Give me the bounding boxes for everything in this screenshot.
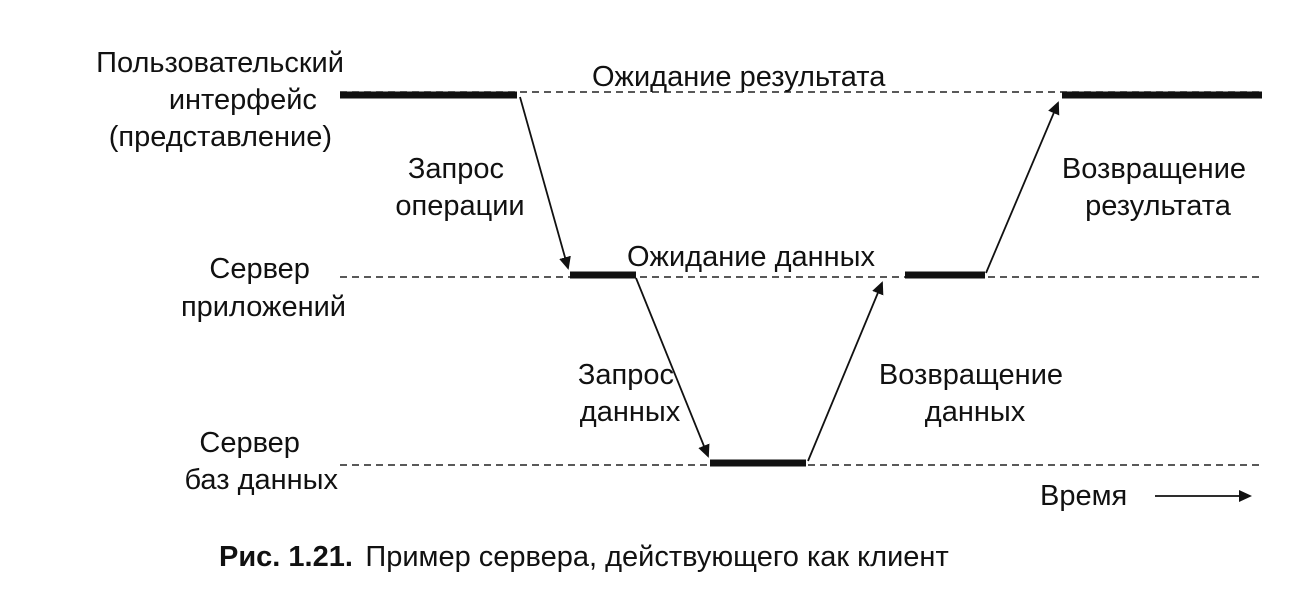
- return-result-arrow: [985, 101, 1060, 274]
- request-data-arrow: [635, 277, 710, 458]
- return-data-label: Возвращение данных: [879, 359, 1071, 428]
- figure-caption: Рис. 1.21. Пример сервера, действующего …: [219, 541, 949, 573]
- return-result-label: Возвращение результата: [1062, 153, 1254, 222]
- wait-data-label: Ожидание данных: [627, 241, 876, 273]
- ui-level-label: Пользовательский интерфейс (представлени…: [96, 47, 352, 153]
- time-label: Время: [1040, 480, 1127, 512]
- db-server-label: Сервер баз данных: [184, 427, 338, 496]
- wait-result-label: Ожидание результата: [592, 61, 886, 93]
- request-operation-arrow: [519, 96, 571, 270]
- app-server-label: Сервер приложений: [181, 253, 346, 323]
- request-data-label: Запрос данных: [578, 359, 682, 428]
- request-operation-label: Запрос операции: [395, 153, 524, 222]
- return-data-arrow: [807, 281, 884, 462]
